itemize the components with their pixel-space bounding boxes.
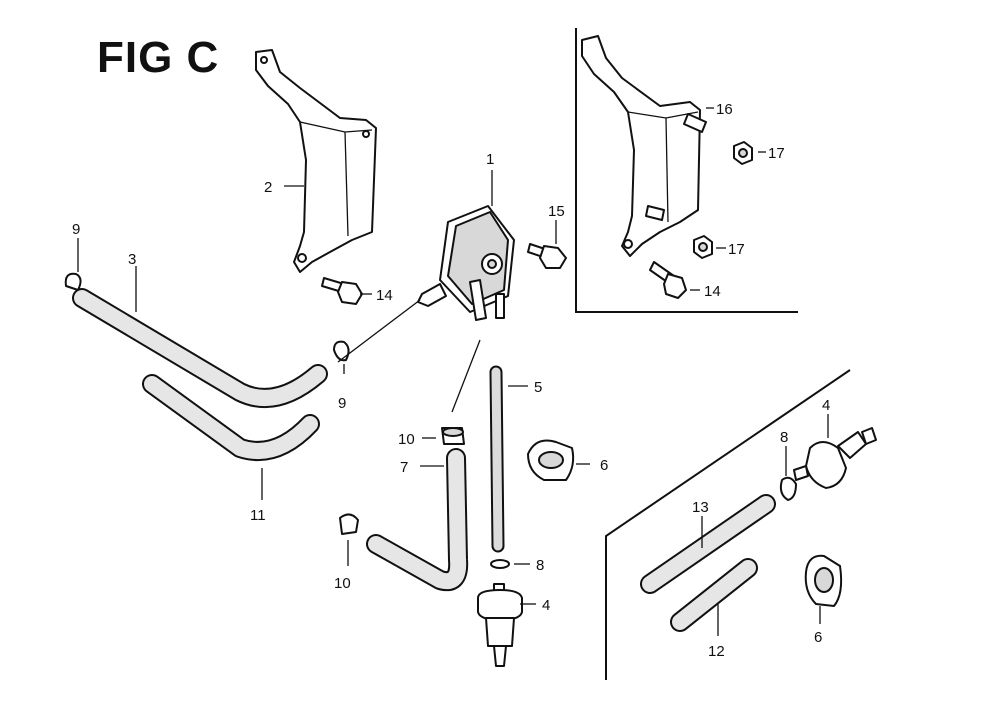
fuel-pump-outlet-nipple xyxy=(469,279,487,321)
fuel-tube-part-7 xyxy=(366,448,469,591)
callout-labels: 1 2 3 4 4 5 6 6 7 8 8 9 9 10 10 11 12 13… xyxy=(72,101,830,660)
bracket-hole xyxy=(260,56,268,64)
callout-6: 6 xyxy=(814,629,822,646)
fuel-tube-part-5 xyxy=(489,365,505,553)
fuel-tube-part-13 xyxy=(640,494,776,594)
callout-6: 6 xyxy=(600,457,608,474)
callout-8: 8 xyxy=(780,429,788,446)
fuel-pump-center xyxy=(487,259,497,269)
stud-bolt-part-16 xyxy=(683,113,707,133)
callout-9: 9 xyxy=(338,395,346,412)
callout-1: 1 xyxy=(486,151,494,168)
tube-clip-top xyxy=(442,427,464,437)
bolt-part-14 xyxy=(321,277,363,305)
bracket-part-2 xyxy=(255,49,377,273)
callout-2: 2 xyxy=(264,179,272,196)
bracket-part-2-variant xyxy=(581,35,701,257)
callout-9: 9 xyxy=(72,221,80,238)
callout-11: 11 xyxy=(250,507,266,524)
callout-12: 12 xyxy=(708,643,725,660)
callout-14: 14 xyxy=(704,283,721,300)
bracket-variant-hole xyxy=(623,239,633,249)
callout-4: 4 xyxy=(822,397,830,414)
bracket-fold-line xyxy=(344,131,349,237)
leader-lines xyxy=(77,107,829,636)
stud-bolt xyxy=(645,205,665,221)
callout-7: 7 xyxy=(400,459,408,476)
callout-5: 5 xyxy=(534,379,542,396)
fuel-tube-part-11 xyxy=(142,374,320,461)
bracket-variant-fold-line xyxy=(665,117,669,223)
grommet-part-6-variant xyxy=(804,554,843,607)
callout-15: 15 xyxy=(548,203,565,220)
callout-14: 14 xyxy=(376,287,393,304)
grommet-part-6 xyxy=(527,439,575,481)
fuel-tube-part-12 xyxy=(670,558,758,632)
callout-17: 17 xyxy=(768,145,785,162)
fuel-filter-part-4 xyxy=(477,583,523,667)
fuel-pump-inlet-nipple xyxy=(417,283,447,307)
flange-nut-hole xyxy=(738,148,748,158)
callout-10: 10 xyxy=(398,431,415,448)
inset-frame-fuel-filter-variant xyxy=(605,369,851,680)
fuel-filter-part-4-variant xyxy=(793,427,877,489)
tube-clip-part-8 xyxy=(490,559,510,569)
flange-nut-hole xyxy=(698,242,708,252)
fuel-tube-part-3 xyxy=(72,288,328,408)
callout-4: 4 xyxy=(542,597,550,614)
callout-3: 3 xyxy=(128,251,136,268)
tube-clip-part-10 xyxy=(339,513,359,535)
tube-clip-part-8 xyxy=(779,476,797,501)
tube-clip-part-9 xyxy=(64,272,82,291)
bolt-part-14-variant xyxy=(649,261,687,299)
callout-10: 10 xyxy=(334,575,351,592)
figure-title: FIG C xyxy=(97,33,220,82)
tube-clip-part-9 xyxy=(333,340,350,362)
callout-16: 16 xyxy=(716,101,733,118)
callout-17: 17 xyxy=(728,241,745,258)
bracket-hole xyxy=(297,253,307,263)
fuel-pump-part-1 xyxy=(417,205,515,321)
callout-13: 13 xyxy=(692,499,709,516)
callout-8: 8 xyxy=(536,557,544,574)
bolt-part-15 xyxy=(527,243,567,269)
fuel-pump-pulse-nipple xyxy=(495,293,505,319)
inset-frame-bracket-variant xyxy=(575,28,798,313)
bracket-hole xyxy=(362,130,370,138)
